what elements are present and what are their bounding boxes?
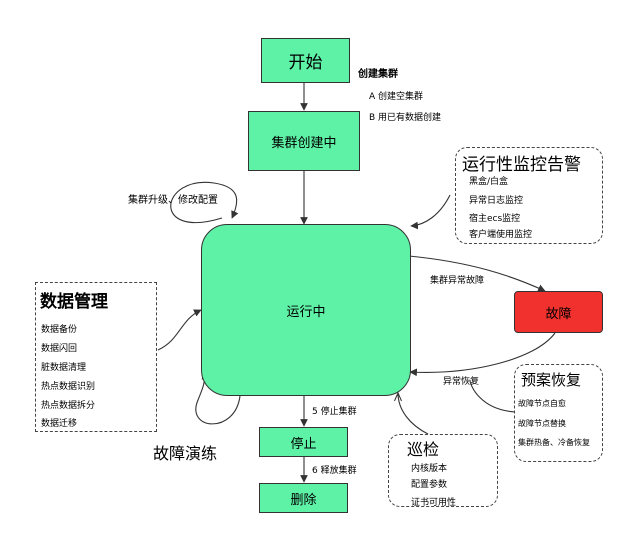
node-stop-label: 停止: [290, 436, 317, 452]
label-abnormal-recover: 异常恢复: [443, 377, 480, 387]
label-create-cluster: 创建集群: [358, 69, 398, 80]
arrow-fault-to-running: [409, 332, 556, 377]
panel-monitoring-title: 运行性监控告警: [462, 155, 581, 175]
panel-inspection-item: 配置参数: [411, 480, 448, 490]
node-creating: 集群创建中: [248, 111, 360, 171]
label-fault-drill: 故障演练: [153, 444, 218, 463]
node-delete: 删除: [259, 483, 348, 513]
node-running: 运行中: [201, 224, 411, 396]
panel-data-management-item: 数据迁移: [41, 419, 78, 429]
panel-inspection: 巡检 内核版本 配置参数 证书可用性: [388, 434, 498, 508]
panel-monitoring-item: 黑盒/白盒: [469, 177, 509, 187]
node-stop: 停止: [259, 427, 348, 457]
panel-data-management-item: 热点数据拆分: [41, 401, 96, 411]
node-running-label: 运行中: [286, 304, 326, 320]
label-release-cluster: 6 释放集群: [312, 466, 357, 476]
panel-monitoring: 运行性监控告警 黑盒/白盒 异常日志监控 宿主ecs监控 客户端使用监控: [455, 147, 603, 244]
panel-monitoring-item: 异常日志监控: [469, 196, 524, 206]
panel-inspection-title: 巡检: [407, 440, 440, 459]
label-upgrade: 集群升级、修改配置: [128, 195, 218, 206]
panel-recovery-plan-item: 故障节点自愈: [518, 399, 566, 408]
panel-monitoring-item: 客户端使用监控: [469, 230, 533, 240]
panel-recovery-plan-title: 预案恢复: [521, 371, 582, 389]
arrow-running-to-fault: [408, 255, 546, 292]
panel-inspection-item: 证书可用性: [411, 498, 457, 508]
arrow-upgrade-loop: [170, 181, 239, 224]
label-abnormal-fault: 集群异常故障: [430, 276, 485, 286]
panel-data-management: 数据管理 数据备份 数据闪回 脏数据清理 热点数据识别 热点数据拆分 数据迁移: [35, 282, 157, 432]
panel-data-management-item: 热点数据识别: [41, 382, 96, 392]
node-delete-label: 删除: [290, 492, 317, 508]
arrow-inspection-to-running: [398, 393, 429, 435]
node-start-label: 开始: [288, 53, 323, 73]
panel-monitoring-item: 宿主ecs监控: [469, 214, 521, 224]
panel-data-management-title: 数据管理: [40, 292, 108, 312]
node-creating-label: 集群创建中: [271, 135, 337, 151]
node-fault: 故障: [514, 291, 603, 333]
label-create-option-b: B 用已有数据创建: [369, 113, 442, 123]
panel-inspection-item: 内核版本: [411, 464, 448, 474]
panel-data-management-item: 数据备份: [41, 325, 78, 335]
panel-recovery-plan-item: 故障节点替换: [518, 419, 566, 428]
arrow-monitoring-to-running: [410, 194, 451, 230]
node-start: 开始: [261, 38, 350, 83]
panel-recovery-plan: 预案恢复 故障节点自愈 故障节点替换 集群热备、冷备恢复: [514, 364, 603, 462]
label-stop-cluster: 5 停止集群: [312, 407, 357, 417]
node-fault-label: 故障: [545, 306, 572, 322]
panel-recovery-plan-item: 集群热备、冷备恢复: [518, 438, 590, 447]
label-create-option-a: A 创建空集群: [369, 92, 424, 102]
arrow-data-to-running: [157, 309, 202, 351]
panel-data-management-item: 数据闪回: [41, 344, 78, 354]
panel-data-management-item: 脏数据清理: [41, 363, 87, 373]
arrow-recovery-to-running: [469, 379, 517, 413]
